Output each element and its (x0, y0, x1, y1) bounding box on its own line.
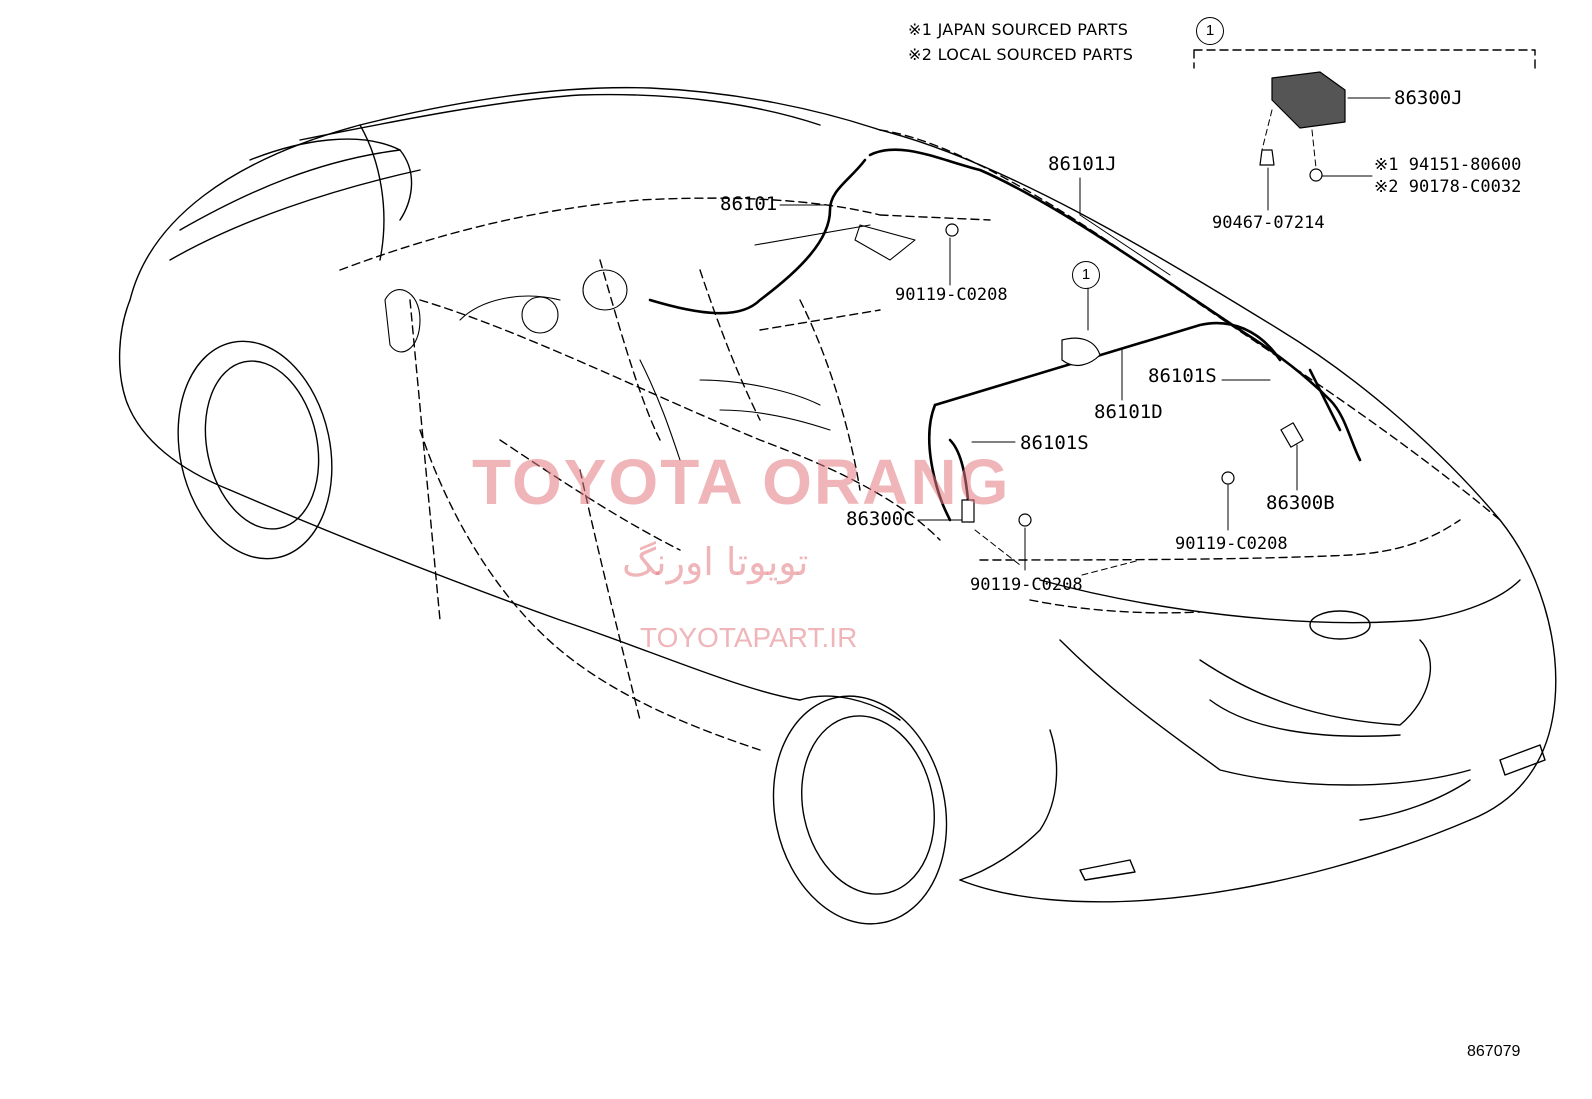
watermark-persian: تویوتا اورنگ (622, 540, 809, 584)
cabin-details (384, 224, 916, 461)
figure-id: 867079 (1467, 1043, 1521, 1060)
legend-japan-sourced: ※1 JAPAN SOURCED PARTS (908, 20, 1129, 39)
label-94151-80600[interactable]: ※1 94151-80600 (1374, 155, 1522, 175)
label-90119-C0208-rear[interactable]: 90119-C0208 (1175, 534, 1288, 554)
watermark-brand: TOYOTA ORANG (472, 446, 1011, 518)
leader-lines (779, 97, 1391, 576)
label-86101[interactable]: 86101 (720, 193, 778, 215)
legend-local-sourced: ※2 LOCAL SOURCED PARTS (908, 45, 1134, 64)
rear-wheel (772, 695, 948, 925)
callout-marker-body: 1 (1072, 261, 1100, 289)
watermark-site: TOYOTAPART.IR (640, 622, 858, 653)
label-86300C[interactable]: 86300C (846, 508, 915, 530)
label-86101D[interactable]: 86101D (1094, 401, 1163, 423)
label-86300J[interactable]: 86300J (1394, 87, 1463, 109)
car-body-outline (118, 86, 1557, 903)
label-86101S-left[interactable]: 86101S (1020, 432, 1089, 454)
sensor-86300J-icon (1271, 71, 1346, 129)
clip-icon (945, 149, 1323, 527)
label-90119-C0208-lower[interactable]: 90119-C0208 (970, 575, 1083, 595)
label-86101S-right[interactable]: 86101S (1148, 365, 1217, 387)
callout-marker-top: 1 (1196, 17, 1224, 45)
label-86101J[interactable]: 86101J (1048, 153, 1117, 175)
label-90119-C0208-front[interactable]: 90119-C0208 (895, 285, 1008, 305)
label-86300B[interactable]: 86300B (1266, 492, 1335, 514)
label-90467-07214[interactable]: 90467-07214 (1212, 213, 1325, 233)
wiring-harness (648, 148, 1362, 522)
interior-outline (339, 49, 1536, 751)
label-90178-C0032[interactable]: ※2 90178-C0032 (1374, 177, 1522, 197)
front-wheel (177, 340, 333, 560)
